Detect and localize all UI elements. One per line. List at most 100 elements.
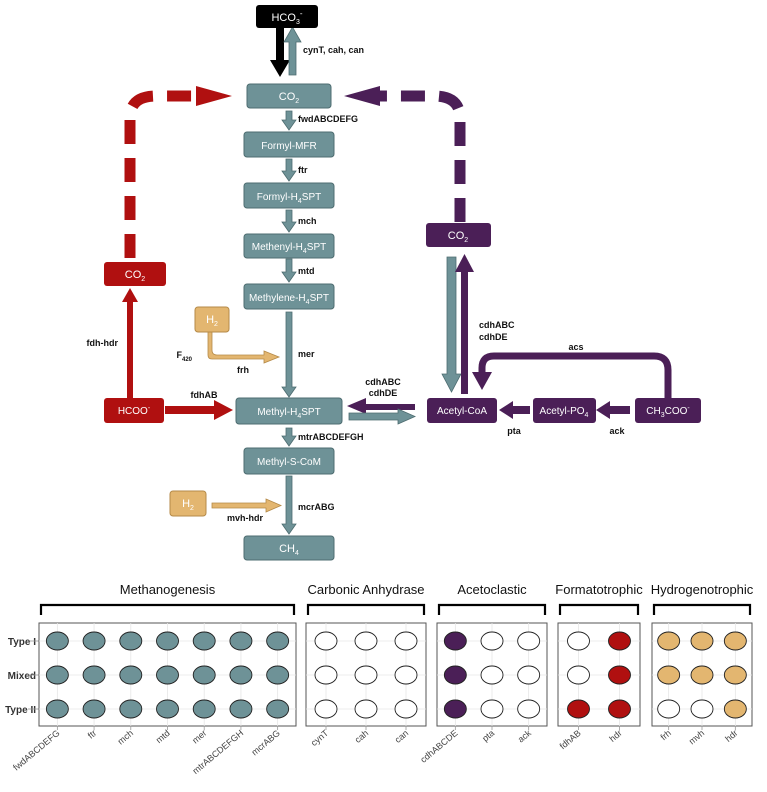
presence-dot <box>156 665 179 685</box>
svg-text:CH3COO-: CH3COO- <box>646 405 690 419</box>
box-hco3: HCO3- <box>256 5 318 28</box>
enzyme-cdh-right-2: cdhDE <box>479 332 508 342</box>
arrow-methyl-to-acetylcoa <box>348 408 416 425</box>
enzyme-acs: acs <box>568 342 583 352</box>
enzyme-ack: ack <box>609 426 625 436</box>
gene-label: ftr <box>86 728 99 741</box>
group-title: Hydrogenotrophic <box>651 582 754 597</box>
svg-text:Formyl-H4SPT: Formyl-H4SPT <box>257 192 321 205</box>
presence-dot <box>443 631 467 651</box>
presence-dot <box>567 699 590 719</box>
enzyme-cdh-right-1: cdhABC <box>479 320 515 330</box>
presence-dot <box>229 665 253 685</box>
presence-dot <box>723 699 747 719</box>
presence-dot <box>480 699 504 719</box>
group-title: Methanogenesis <box>120 582 216 597</box>
presence-dot <box>657 699 681 719</box>
group-title: Formatotrophic <box>555 582 643 597</box>
arrow-hcoo-to-methyl <box>165 400 233 420</box>
arrow-acs <box>472 352 672 398</box>
presence-dot <box>266 699 290 719</box>
arrow-hco3-to-co2 <box>270 28 290 77</box>
presence-dot <box>608 665 631 685</box>
presence-dot <box>156 631 179 651</box>
enzyme-cdh-mid-1: cdhABC <box>365 377 401 387</box>
svg-text:HCO3-: HCO3- <box>271 9 302 26</box>
presence-dot <box>657 665 681 685</box>
gene-label: fdhAB <box>558 728 583 751</box>
svg-text:Acetyl-CoA: Acetyl-CoA <box>437 406 487 417</box>
dashed-purple-loop <box>344 86 466 222</box>
presence-dot <box>192 631 216 651</box>
presence-dot <box>517 631 541 651</box>
svg-text:CO2: CO2 <box>448 230 469 244</box>
svg-text:CO2: CO2 <box>279 91 300 105</box>
presence-dot <box>608 631 631 651</box>
presence-dot <box>608 699 631 719</box>
svg-text:Methyl-H4SPT: Methyl-H4SPT <box>257 407 320 420</box>
presence-dot <box>517 699 541 719</box>
box-co2-right: CO2 <box>426 223 491 247</box>
arrow-frh <box>207 329 281 364</box>
presence-dot <box>723 665 747 685</box>
svg-text:CO2: CO2 <box>125 269 146 283</box>
box-co2-left: CO2 <box>104 262 166 286</box>
svg-text:HCOO-: HCOO- <box>118 405 151 417</box>
arrow-acetylcoa-to-co2 <box>455 254 474 394</box>
enzyme-cyn: cynT, cah, can <box>303 45 364 55</box>
presence-dot <box>229 699 253 719</box>
presence-dot <box>119 665 143 685</box>
box-ch3coo: CH3COO- <box>635 398 701 423</box>
presence-dot <box>443 699 467 719</box>
presence-dot <box>314 699 338 719</box>
svg-text:CH4: CH4 <box>279 543 299 557</box>
presence-dot <box>192 699 216 719</box>
main-chain-arrows <box>281 110 297 535</box>
gene-label: frh <box>658 728 672 742</box>
gene-label: can <box>393 728 411 745</box>
group-bracket <box>652 603 752 615</box>
enzyme-mtd: mtd <box>298 266 315 276</box>
presence-dot <box>45 631 69 651</box>
presence-dot <box>354 665 378 685</box>
box-formyl-mfr: Formyl-MFR <box>243 131 335 158</box>
box-acetyl-coa: Acetyl-CoA <box>427 398 497 423</box>
box-methylene-h4spt: Methylene-H4SPT <box>243 283 335 310</box>
gene-label: mcrABG <box>249 728 281 758</box>
svg-text:Formyl-MFR: Formyl-MFR <box>261 141 317 152</box>
box-hcoo: HCOO- <box>104 398 164 423</box>
enzyme-mvh: mvh-hdr <box>227 513 263 523</box>
svg-text:Methenyl-H4SPT: Methenyl-H4SPT <box>252 242 327 255</box>
gene-label: fwdABCDEFG <box>11 728 61 773</box>
presence-dot <box>480 631 504 651</box>
presence-dot <box>45 699 69 719</box>
presence-dot <box>657 631 681 651</box>
gene-label: cynT <box>309 728 331 749</box>
gene-label: cdhABCDE <box>418 728 459 765</box>
svg-text:Methyl-S-CoM: Methyl-S-CoM <box>257 457 321 468</box>
enzyme-cdh-mid-2: cdhDE <box>369 388 398 398</box>
presence-dot <box>156 699 179 719</box>
enzyme-pta: pta <box>507 426 521 436</box>
presence-dot <box>314 665 338 685</box>
gene-label: pta <box>480 728 496 744</box>
presence-dot <box>354 699 378 719</box>
presence-dot <box>229 631 253 651</box>
presence-dot <box>314 631 338 651</box>
presence-dot <box>192 665 216 685</box>
presence-dot <box>394 699 418 719</box>
presence-dot <box>394 631 418 651</box>
presence-dot <box>354 631 378 651</box>
presence-dot <box>443 665 467 685</box>
enzyme-mer: mer <box>298 349 315 359</box>
box-methyl-h4spt: Methyl-H4SPT <box>235 397 343 425</box>
presence-dot <box>690 631 714 651</box>
box-ch4: CH4 <box>243 535 335 561</box>
gene-label: hdr <box>723 728 739 744</box>
enzyme-ftr: ftr <box>298 165 308 175</box>
group-bracket <box>437 603 547 615</box>
row-label: Mixed <box>8 671 36 682</box>
enzyme-frh: frh <box>237 365 249 375</box>
